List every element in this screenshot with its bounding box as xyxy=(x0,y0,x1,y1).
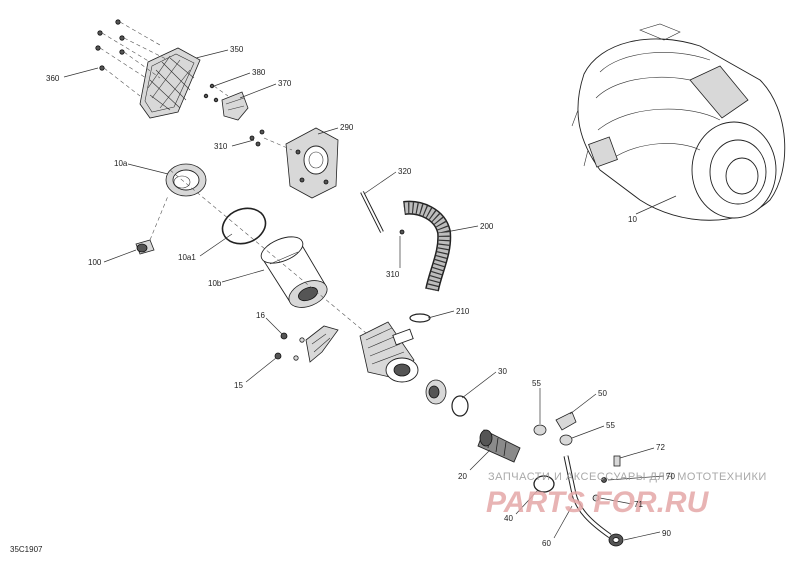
callout-30: 30 xyxy=(498,367,507,376)
callout-10a: 10a xyxy=(114,159,128,168)
drawing-code: 35C1907 xyxy=(10,545,43,554)
callout-310-lower: 310 xyxy=(386,270,400,279)
callout-70: 70 xyxy=(666,472,675,481)
part-10a1-o-ring[interactable] xyxy=(218,203,271,250)
callout-200: 200 xyxy=(480,222,494,231)
callout-55-upper: 55 xyxy=(532,379,541,388)
part-60-drain-hose[interactable] xyxy=(563,455,612,539)
callout-72: 72 xyxy=(656,443,665,452)
callout-10a1: 10a1 xyxy=(178,253,196,262)
part-40-clamp[interactable] xyxy=(533,475,555,493)
leader-lines xyxy=(63,49,677,541)
callout-360: 360 xyxy=(46,74,60,83)
callout-50: 50 xyxy=(598,389,607,398)
watermark-brand: PARTS FOR.RU xyxy=(486,486,710,519)
callout-210: 210 xyxy=(456,307,470,316)
callout-16: 16 xyxy=(256,311,265,320)
part-350-grille-plate[interactable] xyxy=(139,47,201,119)
part-290-mount-bracket[interactable] xyxy=(285,127,339,199)
part-370-bracket[interactable] xyxy=(221,91,249,121)
callout-350: 350 xyxy=(230,45,244,54)
callout-90: 90 xyxy=(662,529,671,538)
callout-320: 320 xyxy=(398,167,412,176)
callout-40: 40 xyxy=(504,514,513,523)
callout-10: 10 xyxy=(628,215,637,224)
part-360-screws[interactable] xyxy=(95,19,169,97)
callout-10b: 10b xyxy=(208,279,222,288)
part-55-fitting-lower[interactable] xyxy=(559,434,573,446)
callout-60: 60 xyxy=(542,539,551,548)
callout-20: 20 xyxy=(458,472,467,481)
watermark: ЗАПЧАСТИ И АКСЕССУАРЫ ДЛЯ МОТОТЕХНИКИ PA… xyxy=(486,471,767,519)
part-200-corrugated-hose[interactable] xyxy=(403,200,452,292)
watermark-tagline: ЗАПЧАСТИ И АКСЕССУАРЫ ДЛЯ МОТОТЕХНИКИ xyxy=(488,471,767,483)
part-210-clamp[interactable] xyxy=(409,313,431,323)
part-10a-end-cap[interactable] xyxy=(165,163,207,197)
part-air-filter-housing[interactable] xyxy=(359,321,419,383)
callout-15: 15 xyxy=(234,381,243,390)
part-380-bolts[interactable] xyxy=(203,83,229,103)
callout-370: 370 xyxy=(278,79,292,88)
part-15-screw[interactable] xyxy=(274,352,299,361)
callout-labels: 350 360 380 370 290 310 320 200 10a 100 … xyxy=(46,45,675,548)
part-90-clamp[interactable] xyxy=(608,533,624,547)
callout-100: 100 xyxy=(88,258,102,267)
part-16-nut[interactable] xyxy=(280,332,305,343)
part-71-washer[interactable] xyxy=(592,494,600,502)
alignment-line xyxy=(169,169,373,339)
part-320-rod[interactable] xyxy=(360,191,384,233)
callout-55-lower: 55 xyxy=(606,421,615,430)
callout-380: 380 xyxy=(252,68,266,77)
part-50-elbow[interactable] xyxy=(555,411,577,431)
part-10b-filter-cartridge[interactable] xyxy=(257,232,331,313)
part-30-coupling[interactable] xyxy=(425,379,469,417)
callout-71: 71 xyxy=(634,500,643,509)
part-310-nuts[interactable] xyxy=(249,129,405,235)
part-10-air-filter-assembly[interactable] xyxy=(571,23,786,221)
callout-290: 290 xyxy=(340,123,354,132)
part-20-intake-tube[interactable] xyxy=(477,429,521,463)
part-100-valve[interactable] xyxy=(135,195,169,255)
part-70-connector[interactable] xyxy=(601,477,607,483)
part-55-fitting-upper[interactable] xyxy=(533,424,547,436)
part-72-clip[interactable] xyxy=(613,455,621,467)
callout-310-upper: 310 xyxy=(214,142,228,151)
part-strap-bracket[interactable] xyxy=(305,325,339,363)
